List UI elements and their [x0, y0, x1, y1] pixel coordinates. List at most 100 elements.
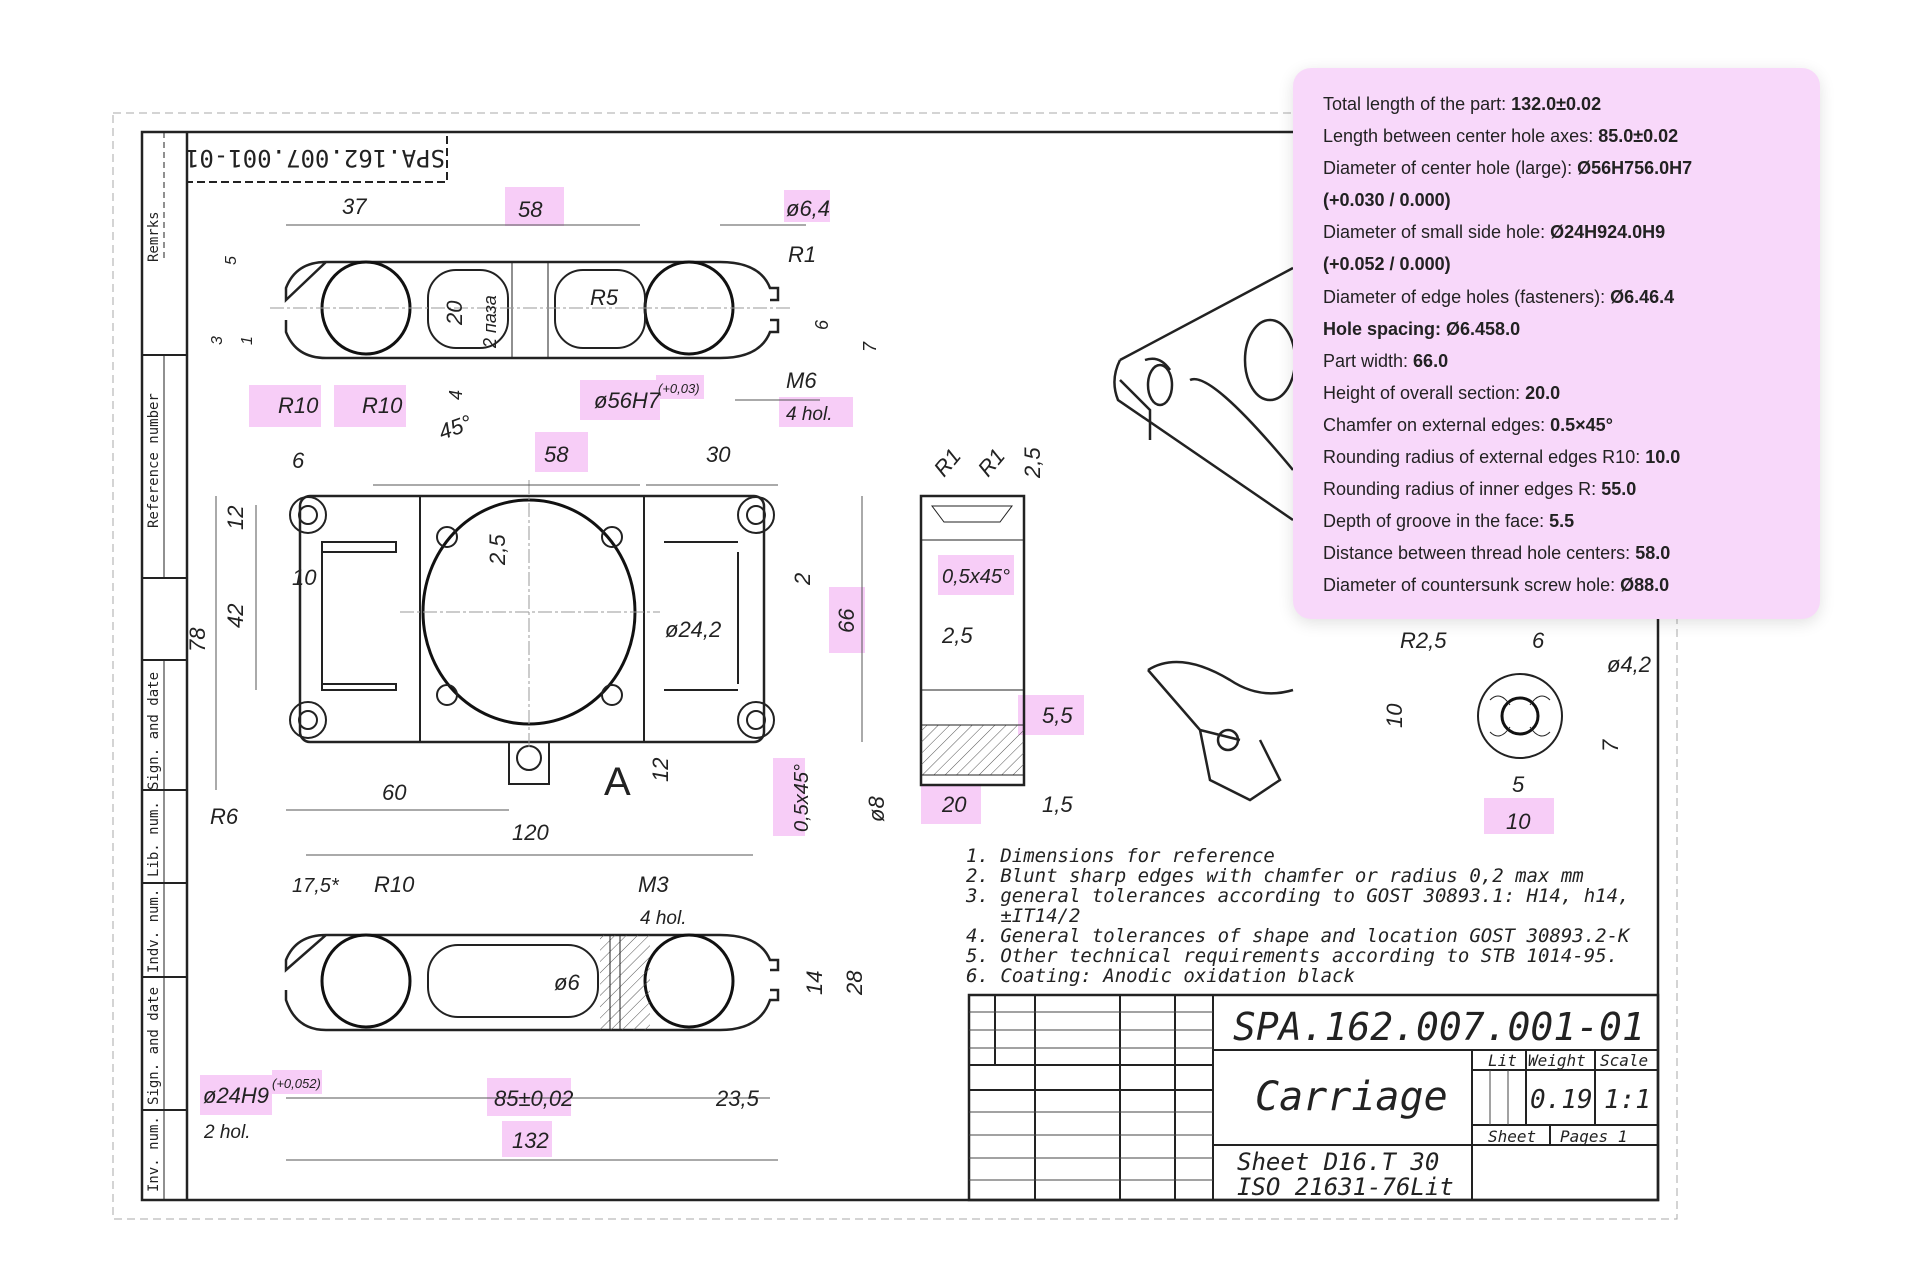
info-row: Distance between thread hole centers: 58… [1323, 537, 1820, 569]
info-row: Diameter of center hole (large): Ø56H756… [1323, 152, 1820, 184]
title-block-part-name: Carriage [1255, 1074, 1448, 1120]
dim-dia-6: ø6 [554, 970, 580, 995]
info-value: 85.0±0.02 [1598, 126, 1679, 147]
info-value: Ø6.46.4 [1610, 286, 1675, 307]
dim-m6: M6 [786, 368, 817, 393]
note-3-cont: ±IT14/2 [966, 905, 1080, 927]
dim-dia-56h7: ø56H7 [594, 388, 661, 413]
info-label: Part width: [1323, 350, 1414, 371]
info-value: 66.0 [1413, 350, 1449, 371]
info-row: Total length of the part: 132.0±0.02 [1323, 88, 1820, 120]
sheet-label: Sheet [1488, 1127, 1536, 1146]
strip-sign-date: Sign. and date [146, 672, 162, 790]
top-view: 37 58 ø6,4 R1 R5 20 2 паза 5 3 1 6 7 R10… [209, 194, 880, 445]
info-value: Ø56H756.0H7 [1577, 158, 1693, 179]
dim-6-detail: 6 [1532, 628, 1545, 653]
dim-37: 37 [342, 194, 367, 219]
dim-r2-5: R2,5 [1400, 628, 1447, 653]
dim-chamfer-front: 0,5x45° [791, 764, 813, 832]
info-label: Rounding radius of external edges R10: [1323, 447, 1646, 468]
note-2: 2. Blunt sharp edges with chamfer or rad… [966, 865, 1584, 887]
material-line-2: ISO 21631-76Lit [1237, 1173, 1454, 1201]
weight-value: 0.19 [1530, 1085, 1593, 1115]
info-row: Part width: 66.0 [1323, 345, 1820, 377]
bottom-view: 17,5* R10 M3 4 hol. ø6 14 28 ø24H9 (+0,0… [203, 872, 867, 1161]
highlights [200, 187, 1554, 1157]
note-4: 4. General tolerances of shape and locat… [966, 925, 1631, 947]
dim-2-5: 2,5 [485, 534, 510, 566]
dim-10: 10 [292, 565, 317, 590]
dim-7-detail: 7 [1598, 739, 1623, 752]
dim-10-detail-b: 10 [1506, 809, 1531, 834]
info-label: Distance between thread hole centers: [1323, 543, 1636, 564]
dim-17-5: 17,5* [292, 875, 340, 897]
section-label-a: A [604, 760, 631, 804]
dim-dia-4-2: ø4,2 [1607, 652, 1651, 677]
strip-lib-num: Lib. num. [146, 801, 162, 877]
info-row: Depth of groove in the face: 5.5 [1323, 505, 1820, 537]
info-label: Depth of groove in the face: [1323, 511, 1550, 532]
strip-reference-number: Reference number [146, 393, 162, 528]
dim-20: 20 [442, 300, 467, 326]
info-label: Diameter of small side hole: [1323, 222, 1551, 243]
note-1: 1. Dimensions for reference [966, 845, 1275, 867]
info-value: 5.5 [1549, 511, 1575, 532]
dim-2-slots: 2 паза [480, 295, 500, 349]
dim-dia-8: ø8 [864, 796, 889, 822]
info-value: (+0.030 / 0.000) [1323, 190, 1451, 211]
strip-indv-num: Indv. num. [146, 889, 162, 973]
dim-r10-bottom: R10 [374, 872, 415, 897]
dim-78: 78 [185, 627, 210, 652]
info-row: (+0.052 / 0.000) [1323, 248, 1820, 280]
note-3: 3. general tolerances according to GOST … [965, 885, 1629, 907]
dim-12-bottom: 12 [648, 758, 673, 782]
info-label: Diameter of center hole (large): [1323, 158, 1578, 179]
drawing-frame [140, 130, 1660, 1202]
info-value: Ø88.0 [1620, 575, 1670, 596]
dim-85: 85±0,02 [494, 1086, 573, 1111]
dim-r10-a: R10 [278, 393, 319, 418]
weight-label: Weight [1528, 1051, 1586, 1070]
dim-1: 1 [239, 336, 256, 345]
dim-58: 58 [518, 197, 543, 222]
dim-r6: R6 [210, 804, 239, 829]
dim-4: 4 [446, 390, 466, 400]
dim-2-5-side-b: 2,5 [941, 623, 973, 648]
dim-58-front: 58 [544, 442, 569, 467]
info-row: Rounding radius of inner edges R: 55.0 [1323, 473, 1820, 505]
title-block-code: SPA.162.007.001-01 [1233, 1005, 1645, 1049]
dim-r5: R5 [590, 285, 619, 310]
info-value: 132.0±0.02 [1511, 94, 1602, 114]
info-value: Ø24H924.0H9 [1550, 222, 1666, 243]
dim-2: 2 [790, 573, 815, 586]
dim-4-holes-bottom: 4 hol. [640, 908, 686, 929]
dim-132: 132 [512, 1128, 549, 1153]
pages-label: Pages 1 [1560, 1127, 1627, 1146]
info-row: Hole spacing: Ø6.458.0 [1323, 313, 1820, 345]
note-5: 5. Other technical requirements accordin… [966, 945, 1618, 967]
info-value: 10.0 [1645, 447, 1681, 468]
info-value: 20.0 [1525, 382, 1561, 403]
info-row: Chamfer on external edges: 0.5×45° [1323, 409, 1820, 441]
dim-10-detail: 10 [1382, 703, 1407, 728]
info-value: 0.5×45° [1550, 414, 1613, 435]
dim-14: 14 [802, 971, 827, 995]
scale-label: Scale [1600, 1051, 1648, 1070]
info-row: (+0.030 / 0.000) [1323, 184, 1820, 216]
info-label: Length between center hole axes: [1323, 126, 1599, 147]
info-row: Diameter of countersunk screw hole: Ø88.… [1323, 569, 1820, 601]
dim-60: 60 [382, 780, 407, 805]
dim-r10-b: R10 [362, 393, 403, 418]
dim-1-5: 1,5 [1042, 792, 1073, 817]
material-line-1: Sheet D16.T 30 [1237, 1148, 1439, 1176]
info-value: Hole spacing: Ø6.458.0 [1323, 318, 1521, 339]
dim-12: 12 [223, 506, 248, 530]
dim-7: 7 [860, 341, 880, 352]
strip-sign-date-2: Sign. and date [146, 987, 162, 1105]
dim-dia-24-2: ø24,2 [665, 617, 721, 642]
dim-3: 3 [209, 336, 226, 345]
info-label: Diameter of edge holes (fasteners): [1323, 286, 1611, 307]
info-value: (+0.052 / 0.000) [1323, 254, 1451, 275]
dim-23-5: 23,5 [715, 1086, 760, 1111]
